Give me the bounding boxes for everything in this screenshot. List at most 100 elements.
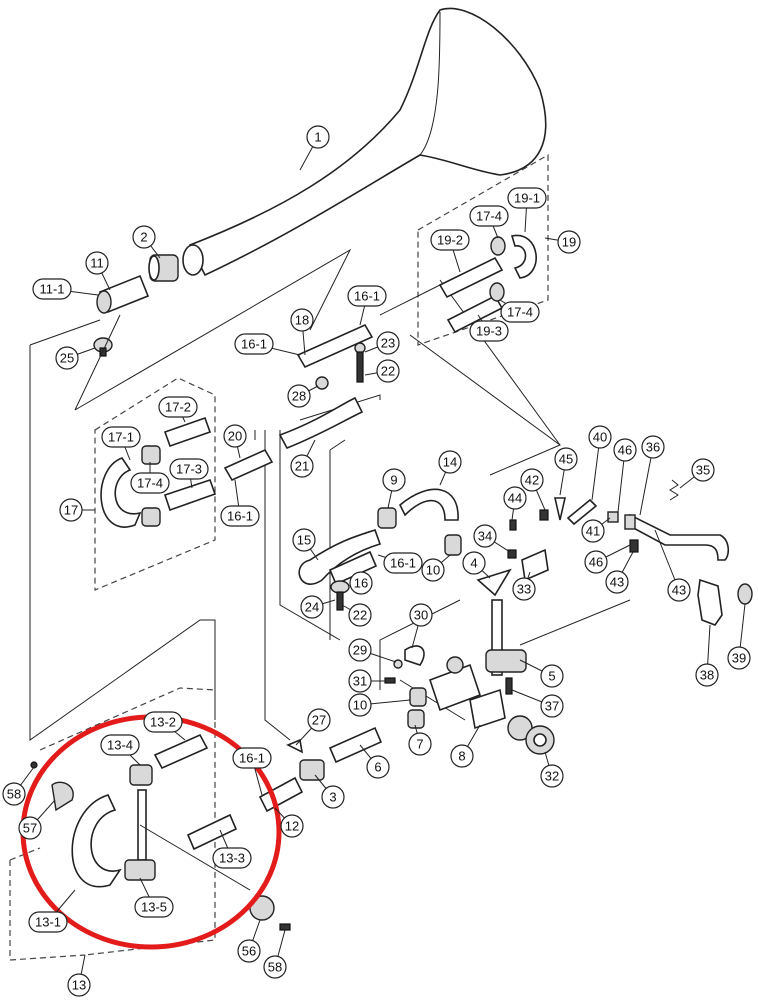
callout-p46b: 46 <box>584 544 631 574</box>
callout-badge <box>212 847 252 869</box>
tube-21 <box>278 396 364 450</box>
callout-p13-1: 13-1 <box>28 889 76 933</box>
callout-badge <box>500 301 540 323</box>
callout-p17-2: 17-2 <box>158 396 198 423</box>
callout-badge <box>290 454 314 478</box>
callout-text: 6 <box>374 760 381 775</box>
tube-14 <box>399 488 462 556</box>
callout-text: 40 <box>593 430 607 445</box>
callout-text: 17-4 <box>507 305 533 320</box>
callout-p16-1a: 16-1 <box>347 285 387 326</box>
callout-text: 43 <box>672 583 686 598</box>
callout-text: 23 <box>381 336 395 351</box>
callout-p16-1d: 16-1 <box>377 552 423 574</box>
callout-badge <box>287 384 311 408</box>
callout-text: 5 <box>548 669 555 684</box>
tube-16 <box>328 550 378 586</box>
screw-28 <box>315 376 329 390</box>
callout-badge <box>18 816 42 840</box>
screw-24 <box>330 580 350 611</box>
screw-25 <box>93 337 113 357</box>
callout-p58b: 58 <box>263 929 287 979</box>
callout-text: 19 <box>562 235 576 250</box>
callout-text: 29 <box>353 643 367 658</box>
callout-badge <box>130 472 170 494</box>
callout-text: 13-2 <box>150 715 176 730</box>
callout-text: 13-4 <box>107 738 133 753</box>
tube-6 <box>328 726 383 764</box>
callout-badge <box>290 308 314 332</box>
callout-text: 22 <box>381 364 395 379</box>
callout-p17-4b: 17-4 <box>499 299 540 323</box>
callout-p17-4c: 17-4 <box>130 462 170 494</box>
callout-text: 46 <box>589 555 603 570</box>
callout-text: 28 <box>292 389 306 404</box>
callout-text: 18 <box>295 313 309 328</box>
callout-p19: 19 <box>544 230 581 254</box>
callout-badge <box>469 320 509 342</box>
callout-p39: 39 <box>727 603 751 670</box>
callout-badge <box>366 755 390 779</box>
callout-badge <box>450 744 474 768</box>
callout-text: 17-2 <box>165 400 191 415</box>
callout-p13-2: 13-2 <box>143 711 186 741</box>
callout-p22a: 22 <box>364 359 400 383</box>
callout-text: 43 <box>610 575 624 590</box>
callout-text: 32 <box>545 769 559 784</box>
coupler-3 <box>299 759 325 781</box>
callout-p58a: 58 <box>2 766 35 806</box>
horn-bell <box>182 7 547 277</box>
callout-badge <box>507 187 547 209</box>
callout-badge <box>347 285 387 307</box>
callout-text: 13-1 <box>35 915 61 930</box>
callout-badge <box>554 447 578 471</box>
callout-p42: 42 <box>520 468 546 511</box>
callout-p30: 30 <box>409 603 433 649</box>
callout-badge <box>237 939 261 963</box>
callout-p15: 15 <box>292 528 319 561</box>
callout-badge <box>143 711 183 733</box>
callout-text: 1 <box>314 130 321 145</box>
coupler-9 <box>377 507 397 529</box>
callout-p13-4: 13-4 <box>100 734 141 766</box>
callout-text: 57 <box>23 821 37 836</box>
callout-text: 21 <box>295 459 309 474</box>
callout-badge <box>234 333 274 355</box>
callout-badge <box>292 528 316 552</box>
callout-badge <box>727 646 751 670</box>
callout-p38: 38 <box>695 624 719 687</box>
callout-text: 56 <box>242 944 256 959</box>
callout-p13: 13 <box>67 954 91 997</box>
tube-15 <box>298 528 382 585</box>
callout-p22b: 22 <box>341 603 372 627</box>
callout-badge <box>581 519 605 543</box>
callout-badge <box>605 570 629 594</box>
callout-badge <box>85 251 109 275</box>
callout-text: 37 <box>545 699 559 714</box>
callout-p16: 16 <box>349 571 373 595</box>
callout-text: 31 <box>353 674 367 689</box>
callout-badge <box>307 708 331 732</box>
callout-badge <box>169 458 209 480</box>
callout-text: 17-1 <box>108 430 134 445</box>
callout-badge <box>2 782 26 806</box>
callout-text: 58 <box>7 787 21 802</box>
grip-38 <box>697 578 723 626</box>
callout-badge <box>588 425 612 449</box>
pin-40-45 <box>553 497 619 526</box>
callout-p17-1: 17-1 <box>101 426 141 461</box>
callout-badge <box>306 125 330 149</box>
callout-badge <box>376 359 400 383</box>
callout-badge <box>349 571 373 595</box>
callout-badge <box>28 911 68 933</box>
callout-text: 10 <box>426 563 440 578</box>
callout-badge <box>67 973 91 997</box>
callout-badge <box>158 396 198 418</box>
callout-p19-2: 19-2 <box>430 229 470 273</box>
callout-badge <box>438 450 462 474</box>
callout-badge <box>382 468 406 492</box>
callout-p8: 8 <box>450 724 481 768</box>
callout-text: 16-1 <box>227 509 253 524</box>
callout-p40: 40 <box>588 425 612 501</box>
